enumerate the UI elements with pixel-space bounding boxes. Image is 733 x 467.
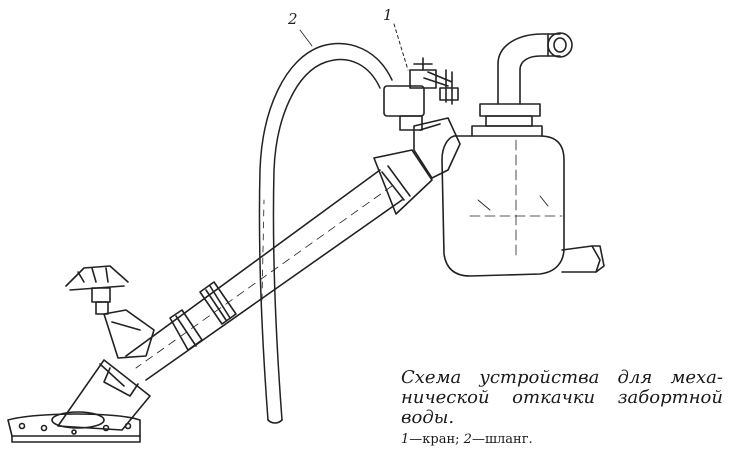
main-pipe: [125, 149, 433, 381]
intake-flange: [7, 359, 151, 443]
callout-1-label: 1: [383, 6, 393, 24]
figure-legend: 1—кран; 2—шланг.: [401, 432, 723, 447]
pipe-upper-fitting: [413, 117, 461, 179]
tank: [441, 32, 605, 277]
caption-line-3: воды.: [401, 407, 455, 428]
callout-2-label: 2: [288, 10, 298, 28]
legend-text-1: —кран;: [409, 432, 464, 447]
legend-num-1: 1: [401, 432, 410, 447]
figure-caption: Схема устройства для меха- нической отка…: [401, 367, 723, 448]
caption-line-1: Схема устройства для меха-: [401, 367, 723, 388]
upper-valve: [383, 57, 459, 131]
legend-text-2: —шланг.: [471, 432, 533, 447]
hose: [258, 42, 393, 424]
lower-valve: [65, 265, 155, 359]
legend-num-2: 2: [463, 432, 472, 447]
caption-line-2: нической откачки забортной: [401, 387, 723, 408]
